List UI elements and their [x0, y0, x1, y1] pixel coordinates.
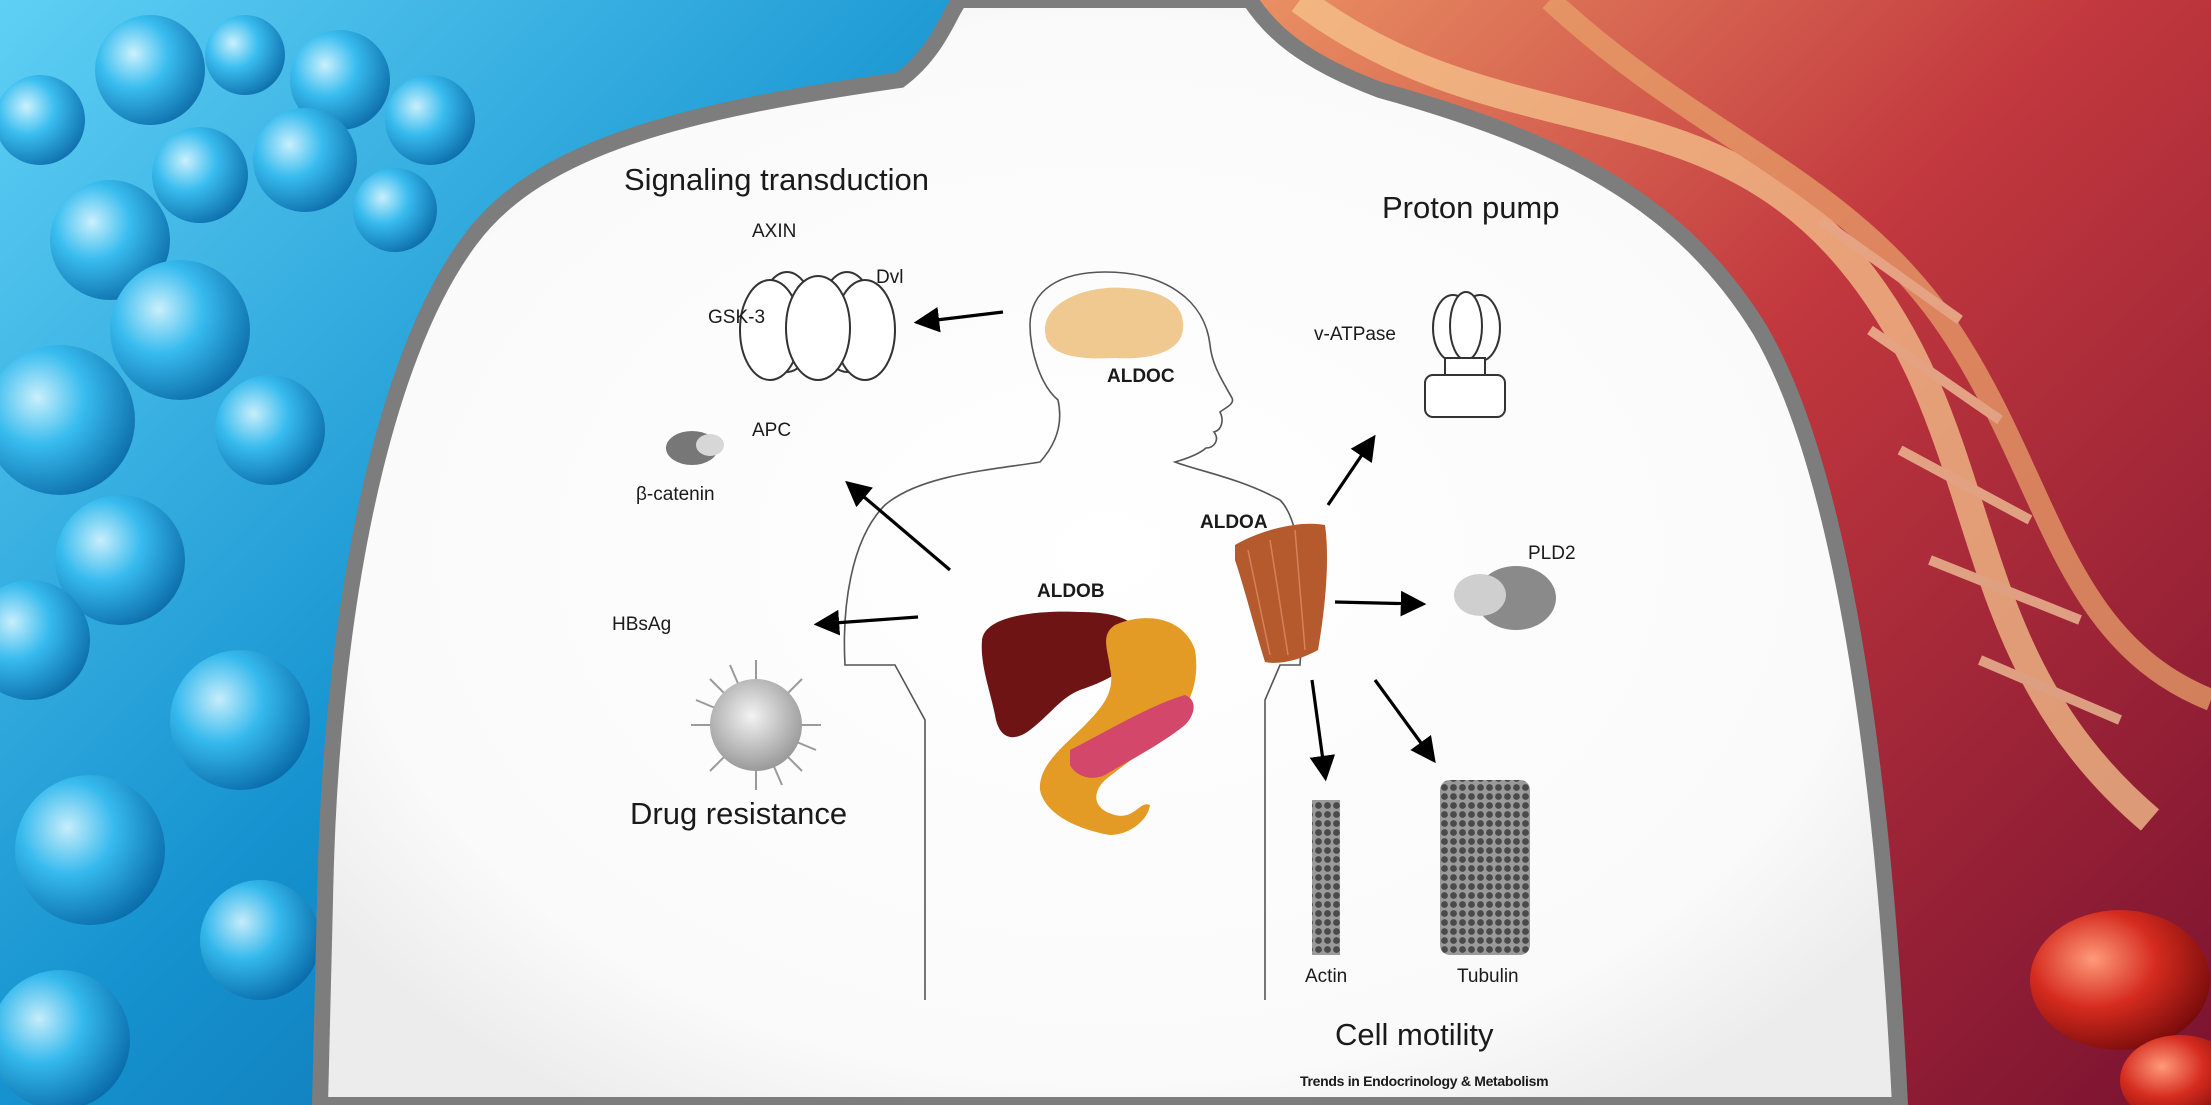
label-v-atpase: v-ATPase — [1314, 324, 1396, 345]
label-dvl: Dvl — [876, 267, 903, 288]
actin-filament — [1312, 800, 1340, 955]
label-pld2: PLD2 — [1528, 543, 1576, 564]
apc-catenin-illustration — [666, 431, 724, 465]
arrows — [813, 306, 1436, 782]
label-tubulin: Tubulin — [1457, 966, 1519, 987]
virus-illustration — [691, 660, 821, 790]
enzyme-aldob: ALDOB — [1037, 581, 1105, 602]
label-actin: Actin — [1305, 966, 1347, 987]
label-beta-catenin: β-catenin — [636, 484, 715, 505]
destruction-complex-illustration — [739, 271, 896, 381]
heading-drug-resistance: Drug resistance — [630, 796, 847, 831]
molecule-spheres — [0, 15, 475, 1105]
pancreas-organ — [1070, 695, 1194, 778]
pld2-illustration — [1454, 566, 1556, 630]
heading-proton-pump: Proton pump — [1382, 190, 1560, 225]
v-atpase-illustration — [1424, 291, 1506, 418]
brain-organ — [1045, 287, 1184, 359]
human-outline — [843, 271, 1303, 1000]
microtubule — [1440, 780, 1530, 955]
heading-cell-motility: Cell motility — [1335, 1017, 1494, 1052]
label-axin: AXIN — [752, 221, 796, 242]
muscle-organ — [1235, 523, 1328, 663]
journal-credit: Trends in Endocrinology & Metabolism — [1300, 1073, 1548, 1089]
label-apc: APC — [752, 420, 791, 441]
enzyme-aldoa: ALDOA — [1200, 512, 1268, 533]
liver-organ — [981, 611, 1140, 738]
label-hbsag: HBsAg — [612, 614, 671, 635]
enzyme-aldoc: ALDOC — [1107, 366, 1175, 387]
red-blood-cells — [2030, 910, 2211, 1105]
label-gsk3: GSK-3 — [708, 307, 765, 328]
heading-signaling-transduction: Signaling transduction — [624, 162, 929, 197]
dna-helix — [1291, 0, 2211, 831]
